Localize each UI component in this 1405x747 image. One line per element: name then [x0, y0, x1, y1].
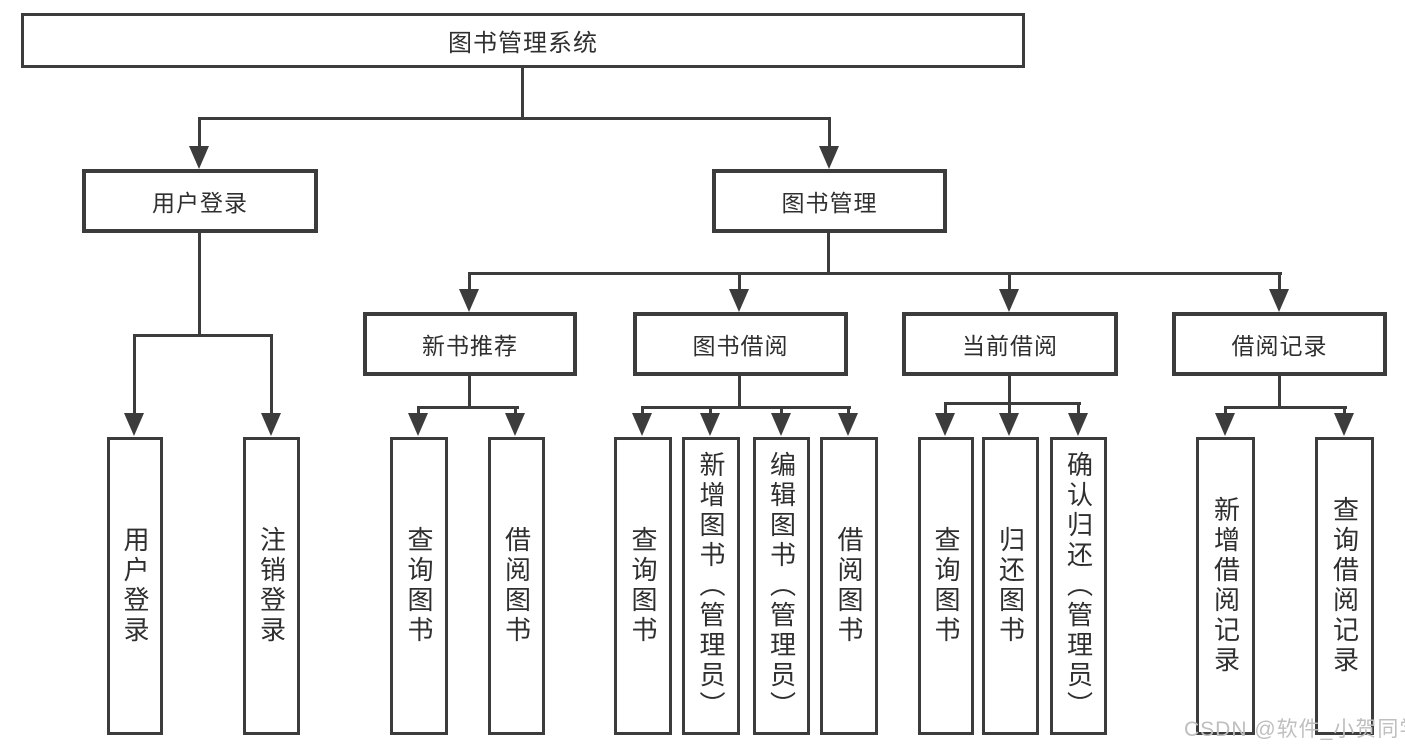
- node-root: 图书管理系统: [21, 13, 1025, 68]
- arrow-down-icon: [1269, 289, 1289, 312]
- node-new-book-recommend: 新书推荐: [363, 312, 577, 376]
- arrow-down-icon: [261, 413, 281, 436]
- node-current-borrowing-label: 当前借阅: [962, 333, 1058, 359]
- leaf-label: 查询图书: [931, 526, 961, 646]
- node-current-borrowing: 当前借阅: [902, 312, 1118, 376]
- connector-to-leaf: [944, 402, 947, 416]
- node-borrowing-records-label: 借阅记录: [1231, 333, 1328, 359]
- leaf-label: 用户登录: [120, 526, 150, 646]
- connector-to-current-borrow: [1008, 272, 1011, 292]
- node-new-book-recommend-label: 新书推荐: [422, 333, 518, 359]
- leaf-label: 借阅图书: [501, 526, 532, 646]
- connector-stem: [1008, 376, 1011, 405]
- leaf-label: 编辑图书（管理员）: [766, 451, 797, 721]
- connector-bus: [944, 402, 1081, 405]
- arrow-down-icon: [771, 413, 791, 436]
- leaf-label: 查询图书: [628, 526, 658, 646]
- connector-book-mgmt-stem: [827, 233, 830, 275]
- connector-bus: [417, 406, 519, 409]
- connector-user-login-bus: [133, 334, 273, 337]
- arrow-down-icon: [189, 146, 209, 169]
- arrow-down-icon: [819, 146, 839, 169]
- leaf-query-books-2: 查询图书: [614, 437, 672, 735]
- leaf-confirm-return-admin: 确认归还（管理员）: [1050, 437, 1107, 735]
- node-user-login: 用户登录: [82, 169, 318, 233]
- connector-stem: [468, 376, 471, 409]
- leaf-label: 新增借阅记录: [1210, 496, 1241, 676]
- connector-to-book-borrow: [738, 272, 741, 292]
- arrow-down-icon: [999, 289, 1019, 312]
- leaf-query-borrow-record: 查询借阅记录: [1315, 437, 1374, 735]
- arrow-down-icon: [700, 413, 720, 436]
- connector-to-leaf: [1008, 402, 1011, 416]
- leaf-add-borrow-record: 新增借阅记录: [1196, 437, 1255, 735]
- leaf-label: 确认归还（管理员）: [1063, 451, 1094, 721]
- connector-stem: [738, 376, 741, 409]
- arrow-down-icon: [632, 413, 652, 436]
- arrow-down-icon: [459, 289, 479, 312]
- node-book-management-label: 图书管理: [781, 190, 878, 216]
- leaf-user-login: 用户登录: [107, 437, 163, 735]
- arrow-down-icon: [838, 413, 858, 436]
- node-book-management: 图书管理: [712, 169, 947, 233]
- arrow-down-icon: [999, 413, 1019, 436]
- node-book-borrowing: 图书借阅: [633, 312, 848, 376]
- leaf-label: 借阅图书: [834, 526, 864, 646]
- leaf-label: 查询借阅记录: [1329, 496, 1360, 676]
- connector-to-leaf: [1077, 402, 1080, 416]
- connector-to-new-books: [468, 272, 471, 292]
- connector-book-mgmt-bus: [468, 272, 1282, 275]
- arrow-down-icon: [1068, 413, 1088, 436]
- connector-user-login-stem: [198, 233, 201, 336]
- arrow-down-icon: [408, 413, 428, 436]
- connector-root-stem: [521, 68, 524, 118]
- arrow-down-icon: [729, 289, 749, 312]
- connector-to-leaf: [1343, 406, 1346, 416]
- leaf-return-books: 归还图书: [982, 437, 1039, 735]
- leaf-label: 新增图书（管理员）: [696, 451, 726, 721]
- node-user-login-label: 用户登录: [152, 190, 248, 216]
- leaf-label: 查询图书: [404, 526, 434, 646]
- connector-to-leaf: [709, 406, 712, 416]
- connector-to-leaf: [780, 406, 783, 416]
- connector-to-leaf: [270, 334, 273, 414]
- leaf-label: 归还图书: [995, 526, 1026, 646]
- connector-bus: [641, 406, 851, 409]
- arrow-down-icon: [1215, 413, 1235, 436]
- arrow-down-icon: [935, 413, 955, 436]
- leaf-borrow-books-1: 借阅图书: [488, 437, 545, 735]
- connector-root-bus: [198, 117, 831, 120]
- leaf-label: 注销登录: [256, 526, 287, 646]
- arrow-down-icon: [1334, 413, 1354, 436]
- csdn-watermark: CSDN @软件_小贺同学: [1184, 718, 1405, 741]
- connector-to-leaf: [417, 406, 420, 416]
- connector-to-leaf: [847, 406, 850, 416]
- node-book-borrowing-label: 图书借阅: [692, 333, 789, 359]
- connector-bus: [1224, 406, 1347, 409]
- arrow-down-icon: [124, 413, 144, 436]
- connector-to-leaf: [1224, 406, 1227, 416]
- leaf-query-books-1: 查询图书: [390, 437, 448, 735]
- connector-to-leaf: [514, 406, 517, 416]
- leaf-logout: 注销登录: [243, 437, 300, 735]
- connector-to-leaf: [641, 406, 644, 416]
- node-root-label: 图书管理系统: [448, 30, 598, 57]
- connector-stem: [1278, 376, 1281, 409]
- connector-to-leaf: [133, 334, 136, 414]
- connector-to-book-mgmt: [828, 117, 831, 150]
- arrow-down-icon: [505, 413, 525, 436]
- leaf-add-books-admin: 新增图书（管理员）: [682, 437, 740, 735]
- connector-to-borrow-records: [1278, 272, 1281, 292]
- leaf-edit-books-admin: 编辑图书（管理员）: [753, 437, 810, 735]
- connector-to-user-login: [198, 117, 201, 150]
- leaf-query-books-3: 查询图书: [918, 437, 974, 735]
- leaf-borrow-books-2: 借阅图书: [820, 437, 878, 735]
- node-borrowing-records: 借阅记录: [1172, 312, 1387, 376]
